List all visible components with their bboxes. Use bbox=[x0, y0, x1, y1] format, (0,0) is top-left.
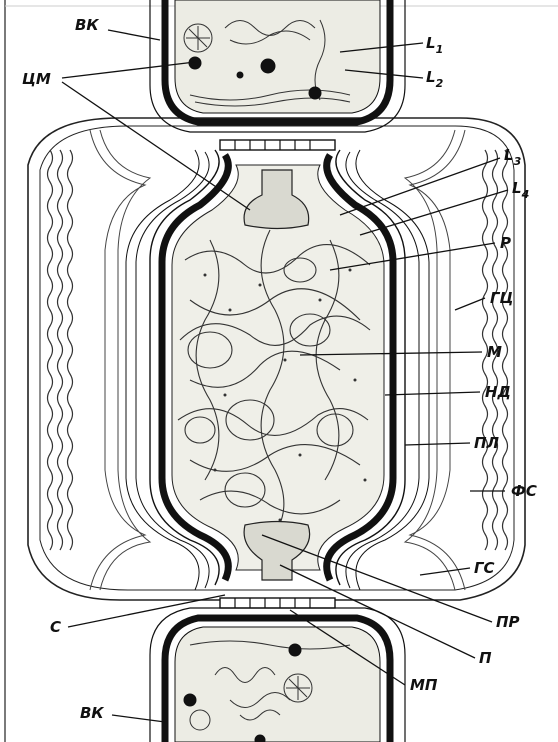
label-l1: L1 bbox=[426, 34, 443, 56]
label-l2: L2 bbox=[426, 68, 444, 90]
label-l3: L3 bbox=[504, 146, 522, 168]
fibrous-layer-left bbox=[48, 150, 73, 550]
label-vk-top: ВК bbox=[75, 16, 99, 34]
label-l4: L4 bbox=[512, 179, 529, 201]
label-nd: НД bbox=[485, 383, 511, 401]
vegetative-cell-bottom bbox=[150, 608, 405, 742]
label-c: С bbox=[50, 618, 61, 636]
label-pl: ПЛ bbox=[474, 434, 500, 452]
label-p: Р bbox=[500, 234, 511, 252]
vegetative-cell-top bbox=[150, 0, 405, 132]
label-mp: МП bbox=[410, 676, 438, 694]
label-pr: ПР bbox=[496, 613, 520, 631]
label-m: М bbox=[487, 343, 502, 361]
label-gc: ГЦ bbox=[490, 289, 513, 307]
label-gs: ГС bbox=[474, 559, 495, 577]
label-fs: ФС bbox=[511, 482, 537, 500]
label-p-lower: П bbox=[479, 649, 492, 667]
label-cm: ЦМ bbox=[22, 70, 51, 88]
label-vk-bottom: ВК bbox=[80, 704, 104, 722]
